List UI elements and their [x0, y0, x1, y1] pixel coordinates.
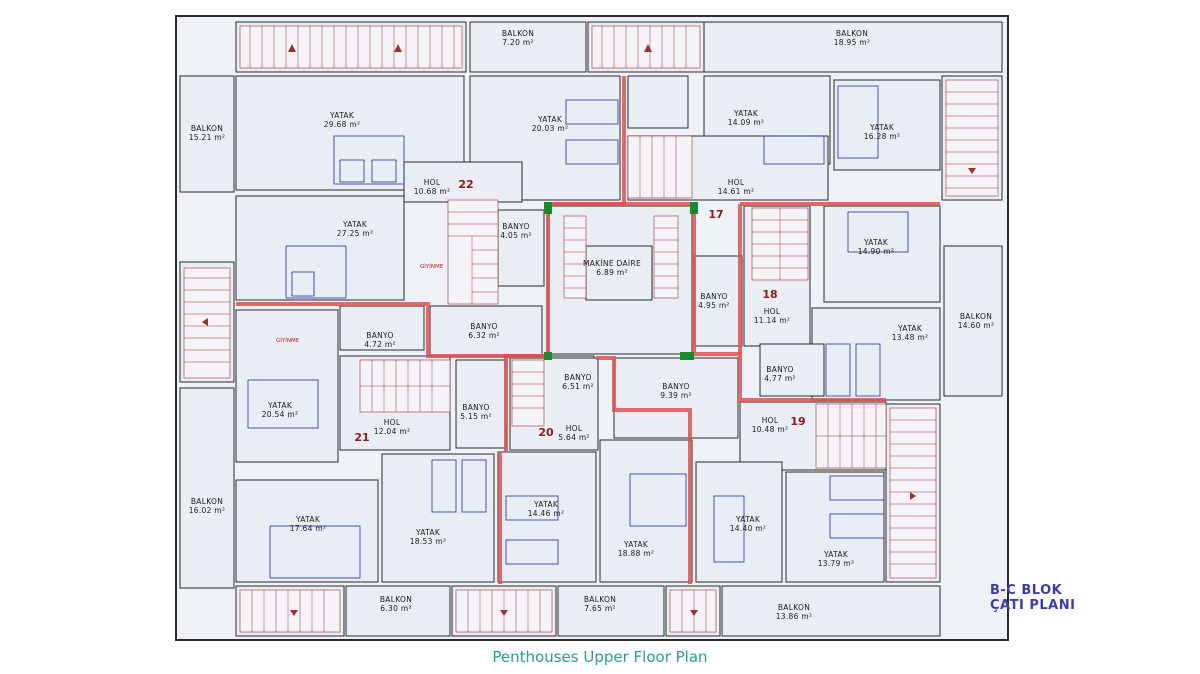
staircase-18: [751, 207, 809, 281]
staircase-20: [511, 359, 545, 427]
balcony-bottom-1: [345, 585, 451, 637]
balcony-right: [943, 245, 1003, 397]
dressing-label: GİYİNME: [420, 263, 444, 270]
block-title-line1: B-C BLOK: [990, 583, 1063, 598]
room-yatak-4: [833, 79, 941, 171]
terrace-hatch-right-bottom: [889, 407, 937, 579]
room-yatak-11: [381, 453, 495, 583]
unit-number-18: 18: [762, 288, 777, 301]
room-yatak-5: [235, 195, 405, 301]
staircase-22: [447, 199, 499, 305]
plan-caption: Penthouses Upper Floor Plan: [492, 648, 708, 666]
room-banyo-7: [455, 359, 507, 449]
balcony-left-2: [179, 387, 235, 589]
balcony-left-1: [179, 75, 235, 193]
staircase-core: [563, 215, 679, 299]
balcony-bottom-3: [721, 585, 941, 637]
balcony-bottom-2: [557, 585, 665, 637]
unit-number-20: 20: [538, 426, 554, 439]
unit-number-17: 17: [708, 208, 723, 221]
room-makine: [585, 245, 653, 301]
room-banyo-2: [693, 255, 743, 347]
room-yatak-14: [785, 471, 885, 583]
room-yatak-8: [235, 309, 339, 463]
terrace-hatch-top-mid: [591, 25, 701, 69]
dressing-label: GİYİNME: [276, 337, 300, 344]
terrace-hatch-bottom: [239, 589, 717, 633]
room-banyo-4: [429, 305, 543, 357]
void-shaft: [627, 75, 689, 129]
room-banyo-3: [339, 305, 425, 351]
room-yatak-6: [823, 205, 941, 303]
terrace-hatch-top-left: [239, 25, 463, 69]
staircase-21: [359, 359, 451, 413]
green-markers: [544, 202, 698, 360]
unit-number-19: 19: [790, 415, 805, 428]
room-banyo-1: [497, 209, 545, 287]
terrace-hatch-left: [183, 267, 231, 379]
staircase-17: [627, 135, 693, 199]
block-title-line2: ÇATI PLANI: [990, 598, 1076, 613]
room-yatak-12: [599, 439, 693, 583]
staircase-19: [815, 403, 887, 469]
room-yatak-10: [235, 479, 379, 583]
furniture: [247, 85, 909, 579]
unit-number-22: 22: [458, 178, 473, 191]
balcony-top-4: [703, 21, 1003, 73]
balcony-top-2: [469, 21, 587, 73]
room-yatak-7: [811, 307, 941, 401]
room-banyo-8: [613, 357, 739, 439]
room-banyo-6: [759, 343, 825, 397]
terrace-hatch-right-top: [945, 79, 999, 197]
room-yatak-9: [497, 451, 597, 583]
unit-number-21: 21: [354, 431, 369, 444]
